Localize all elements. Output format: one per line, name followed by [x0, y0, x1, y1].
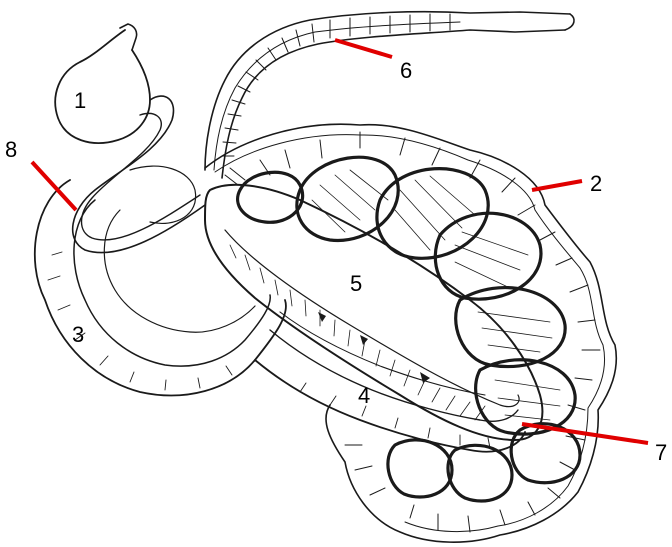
pointer-6 — [335, 40, 392, 57]
label-4: 4 — [358, 383, 370, 408]
loop-outer-3 — [35, 180, 286, 395]
bulb-outline — [55, 30, 150, 143]
pointer-8 — [32, 162, 76, 210]
label-7: 7 — [655, 440, 667, 465]
label-8: 8 — [5, 137, 17, 162]
loop-mid-4 — [280, 312, 485, 395]
loop-fold-3 — [130, 166, 196, 223]
tube-from-bulb — [73, 96, 205, 253]
label-2: 2 — [590, 171, 602, 196]
label-3: 3 — [72, 322, 84, 347]
loop-outer-4 — [255, 360, 525, 452]
duct-end-cap — [565, 14, 574, 30]
intestinal-loops — [35, 166, 525, 452]
loop-inner-3 — [74, 200, 270, 366]
loop-segment-ticks — [48, 252, 490, 448]
segmented-duct — [205, 12, 574, 178]
duct-outline-bottom — [222, 30, 565, 178]
pointer-2 — [532, 181, 582, 190]
central-colon — [205, 185, 542, 440]
label-1: 1 — [74, 88, 86, 113]
bulb-neck — [120, 24, 137, 50]
duct-center-line — [214, 22, 460, 170]
label-6: 6 — [400, 58, 412, 83]
label-5: 5 — [350, 271, 362, 296]
loop-mid-3 — [104, 210, 255, 332]
